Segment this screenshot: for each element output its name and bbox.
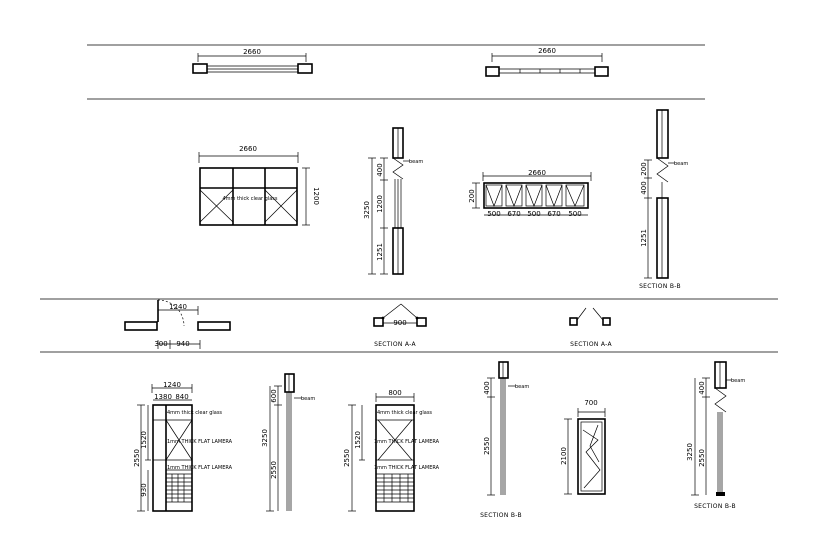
vent-sub-dim-1: 670 [507,210,520,218]
door1-section: beam 600 3250 2550 [261,373,315,512]
vent-height-dim: 200 [468,189,476,202]
vent-section: beam 200 400 1251 SECTION B-B [639,109,688,290]
door3-section: beam 400 3250 2550 SECTION B-B [686,361,745,510]
door2-width-dim: 800 [388,389,401,397]
door1-lamela-note-2: 1mm THICK FLAT LAMERA [167,465,233,471]
door1-width-dim: 1240 [163,381,181,389]
door1-sub-b: 840 [175,393,188,401]
door3-section-label: SECTION B-B [694,503,736,510]
door2-elevation: 800 4mm thick clear glass 1mm THICK FLAT… [343,389,440,512]
vent-section-bottom-dim: 1251 [640,229,648,247]
plan-window-a: 2660 [192,48,313,74]
window-elevation: 2660 1200 4mm thick clear glass [198,145,320,226]
door3-height-dim: 2100 [560,447,568,465]
window-section-total-dim: 3250 [363,201,371,219]
window-height-dim: 1200 [312,187,320,205]
door2-glass-note: 4mm thick clear glass [377,410,432,416]
window-section-beam-label: beam [409,159,423,165]
door1-section-top: 600 [270,389,278,402]
vent-sub-dim-0: 500 [487,210,500,218]
plan-window-b: 2660 [485,47,609,77]
door1-panel-top-dim: 1520 [140,431,148,449]
door3-section-total: 3250 [686,443,694,461]
vent-section-mid-dim: 400 [640,181,648,194]
door-plan-swing: 1240 300 940 [124,299,231,349]
door1-panel-bottom-dim: 930 [140,483,148,496]
door-plan-sub-a: 300 [154,340,167,348]
door2-section: beam 400 2550 SECTION B-B [480,361,529,519]
door1-section-beam: beam [301,396,315,402]
door2-panel-top-dim: 1520 [354,431,362,449]
door-plan-width-dim: 1240 [169,303,187,311]
door-plan-sub-b: 940 [176,340,189,348]
door2-lamela-note-2: 1mm THICK FLAT LAMERA [374,465,440,471]
vent-section-top-dim: 200 [640,162,648,175]
window-section-bottom-dim: 1251 [376,243,384,261]
door2-height-dim: 2550 [343,449,351,467]
vent-section-beam-label: beam [674,161,688,167]
vent-section-label: SECTION B-B [639,283,681,290]
door2-section-beam: beam [515,384,529,390]
door1-lamela-note: 1mm THICK FLAT LAMERA [167,439,233,445]
window-width-dim: 2660 [239,145,257,153]
door2-section-label: SECTION B-B [480,512,522,519]
door1-sub-a: 1380 [154,393,172,401]
door1-section-lower: 2550 [270,461,278,479]
plan-a-width-dim: 2660 [243,48,261,56]
section-a2-label: SECTION A-A [570,341,612,348]
door3-elevation: 700 2100 [560,399,606,495]
door1-section-total: 3250 [261,429,269,447]
door2-lamela-note: 1mm THICK FLAT LAMERA [374,439,440,445]
door3-section-top: 400 [698,381,706,394]
window-glass-note: 4mm thick clear glass [222,196,277,202]
vent-sub-dim-4: 500 [568,210,581,218]
door2-section-top: 400 [483,381,491,394]
plan-b-width-dim: 2660 [538,47,556,55]
door1-glass-note: 4mm thick clear glass [167,410,222,416]
door1-height-dim: 2550 [133,449,141,467]
window-section: beam 400 1200 1251 3250 [363,127,423,275]
vent-elevation: 2660 200 500 670 500 670 500 [468,169,592,218]
door-plan-a: 900 SECTION A-A [373,303,427,348]
door3-width-dim: 700 [584,399,597,407]
door3-section-beam: beam [731,378,745,384]
door-plan-a-width: 900 [393,319,406,327]
vent-sub-dim-2: 500 [527,210,540,218]
door2-section-total: 2550 [483,437,491,455]
door3-section-lower: 2550 [698,449,706,467]
door1-elevation: 1240 1380 840 4mm thick clear glass 1mm … [133,381,233,512]
door-plan-b: SECTION A-A [569,307,612,348]
vent-width-dim: 2660 [528,169,546,177]
section-a-label: SECTION A-A [374,341,416,348]
window-section-mid-dim: 1200 [376,195,384,213]
vent-sub-dim-3: 670 [547,210,560,218]
window-section-top-dim: 400 [376,163,384,176]
